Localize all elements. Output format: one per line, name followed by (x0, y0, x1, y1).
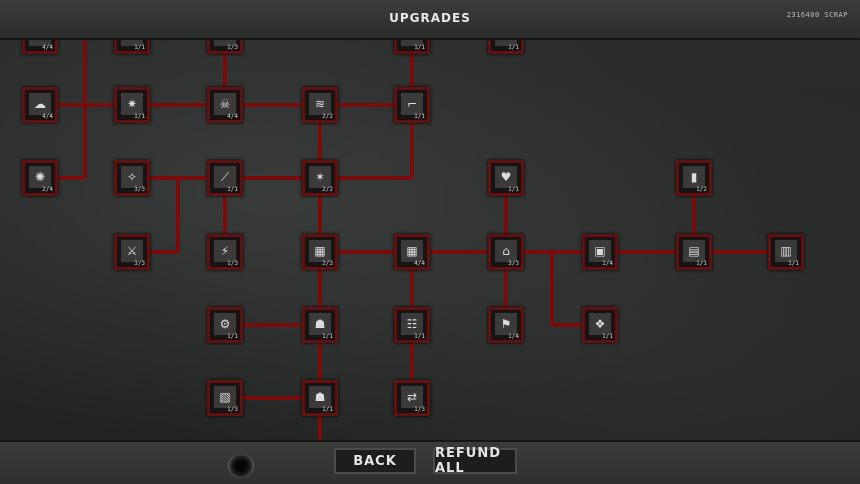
upgrade-node-team[interactable]: ☗1/1 (302, 380, 338, 416)
node-level: 1/1 (414, 44, 425, 51)
node-level: 2/4 (42, 186, 53, 193)
node-level: 1/4 (508, 333, 519, 340)
upgrade-node-barricade[interactable]: ⌂3/3 (488, 234, 524, 270)
header-bar: UPGRADES 2316400 SCRAP (0, 0, 860, 40)
beacon-icon: ⚑ (495, 313, 517, 335)
page-title: UPGRADES (389, 11, 471, 25)
burst-icon: ✷ (121, 93, 143, 115)
node-level: 2/2 (322, 186, 333, 193)
upgrade-node-gears[interactable]: ⚙1/1 (207, 307, 243, 343)
upgrade-node-fuel-refill[interactable]: ▤1/1 (676, 234, 712, 270)
blade-icon: ⟋ (214, 166, 236, 188)
upgrade-node-ammo[interactable]: ▮1/2 (676, 160, 712, 196)
upgrade-node-explosion[interactable]: ✺2/4 (22, 160, 58, 196)
fuel-pump-icon: ▥ (775, 240, 797, 262)
upgrade-node-beacon[interactable]: ⚑1/4 (488, 307, 524, 343)
node-level: 1/1 (508, 186, 519, 193)
upgrade-node-slash[interactable]: ⚔3/3 (114, 234, 150, 270)
heart-icon: ♥ (495, 166, 517, 188)
upgrade-node-heart[interactable]: ♥1/1 (488, 160, 524, 196)
refund-all-button[interactable]: REFUND ALL (433, 446, 517, 476)
node-level: 1/1 (134, 113, 145, 120)
node-level: 4/4 (42, 113, 53, 120)
node-level: 2/3 (322, 260, 333, 267)
claw-slash-icon: ≋ (309, 93, 331, 115)
slash-icon: ⚔ (121, 240, 143, 262)
upgrade-node-brick-wall[interactable]: ▦2/3 (302, 234, 338, 270)
fuel-refill-icon: ▤ (683, 240, 705, 262)
lightning-icon: ⚡ (214, 240, 236, 262)
footer-bar: BACK REFUND ALL (0, 440, 860, 484)
gears-icon: ⚙ (214, 313, 236, 335)
upgrade-node-squad[interactable]: ☗1/1 (302, 307, 338, 343)
upgrade-node-cash[interactable]: ❖1/1 (582, 307, 618, 343)
upgrade-node-spark[interactable]: ✧3/3 (114, 160, 150, 196)
cash-icon: ❖ (589, 313, 611, 335)
node-level: 1/1 (322, 406, 333, 413)
node-level: 1/1 (696, 260, 707, 267)
upgrade-node-fuel-pump[interactable]: ▥1/1 (768, 234, 804, 270)
impact-icon: ✶ (309, 166, 331, 188)
group-icon: ☷ (401, 313, 423, 335)
cloud-icon: ☁ (29, 93, 51, 115)
upgrade-node-trade[interactable]: ⇄1/3 (394, 380, 430, 416)
node-level: 1/1 (414, 333, 425, 340)
node-level: 1/1 (134, 44, 145, 51)
node-level: 1/1 (227, 186, 238, 193)
upgrade-node-crate[interactable]: ▧1/3 (207, 380, 243, 416)
node-level: 1/1 (508, 44, 519, 51)
trade-icon: ⇄ (401, 386, 423, 408)
upgrade-node-skull[interactable]: ☠4/4 (207, 87, 243, 123)
node-level: 3/3 (134, 260, 145, 267)
fuel-plus-icon: ▣ (589, 240, 611, 262)
brick-wall-icon: ▦ (309, 240, 331, 262)
barricade-icon: ⌂ (495, 240, 517, 262)
explosion-icon: ✺ (29, 166, 51, 188)
upgrade-node-burst[interactable]: ✷1/1 (114, 87, 150, 123)
upgrade-node-brick-wall-plus[interactable]: ▦4/4 (394, 234, 430, 270)
node-level: 1/3 (227, 44, 238, 51)
team-icon: ☗ (309, 386, 331, 408)
node-level: 1/3 (414, 406, 425, 413)
node-level: 1/1 (414, 113, 425, 120)
node-level: 4/4 (42, 44, 53, 51)
upgrade-node-claw[interactable]: ≋2/2 (302, 87, 338, 123)
upgrade-node-impact[interactable]: ✶2/2 (302, 160, 338, 196)
squad-icon: ☗ (309, 313, 331, 335)
node-level: 4/4 (227, 113, 238, 120)
brick-wall-plus-icon: ▦ (401, 240, 423, 262)
spark-icon: ✧ (121, 166, 143, 188)
scrap-counter: 2316400 SCRAP (786, 11, 848, 19)
node-level: 1/1 (788, 260, 799, 267)
upgrade-node-lightning[interactable]: ⚡1/3 (207, 234, 243, 270)
skull-icon: ☠ (214, 93, 236, 115)
crate-icon: ▧ (214, 386, 236, 408)
node-level: 4/4 (414, 260, 425, 267)
back-button[interactable]: BACK (334, 448, 416, 474)
upgrade-node-fuel-plus[interactable]: ▣1/4 (582, 234, 618, 270)
node-level: 1/1 (602, 333, 613, 340)
bullet-hole-decoration (228, 454, 254, 478)
upgrade-node-cloud[interactable]: ☁4/4 (22, 87, 58, 123)
node-level: 1/1 (227, 333, 238, 340)
node-level: 1/2 (696, 186, 707, 193)
upgrade-node-gun[interactable]: ⌐1/1 (394, 87, 430, 123)
node-level: 1/4 (602, 260, 613, 267)
node-level: 1/3 (227, 260, 238, 267)
upgrade-node-group[interactable]: ☷1/1 (394, 307, 430, 343)
node-level: 1/3 (227, 406, 238, 413)
node-level: 3/3 (508, 260, 519, 267)
node-level: 2/2 (322, 113, 333, 120)
upgrade-node-blade[interactable]: ⟋1/1 (207, 160, 243, 196)
ammo-icon: ▮ (683, 166, 705, 188)
node-level: 1/1 (322, 333, 333, 340)
gun-icon: ⌐ (401, 93, 423, 115)
node-level: 3/3 (134, 186, 145, 193)
